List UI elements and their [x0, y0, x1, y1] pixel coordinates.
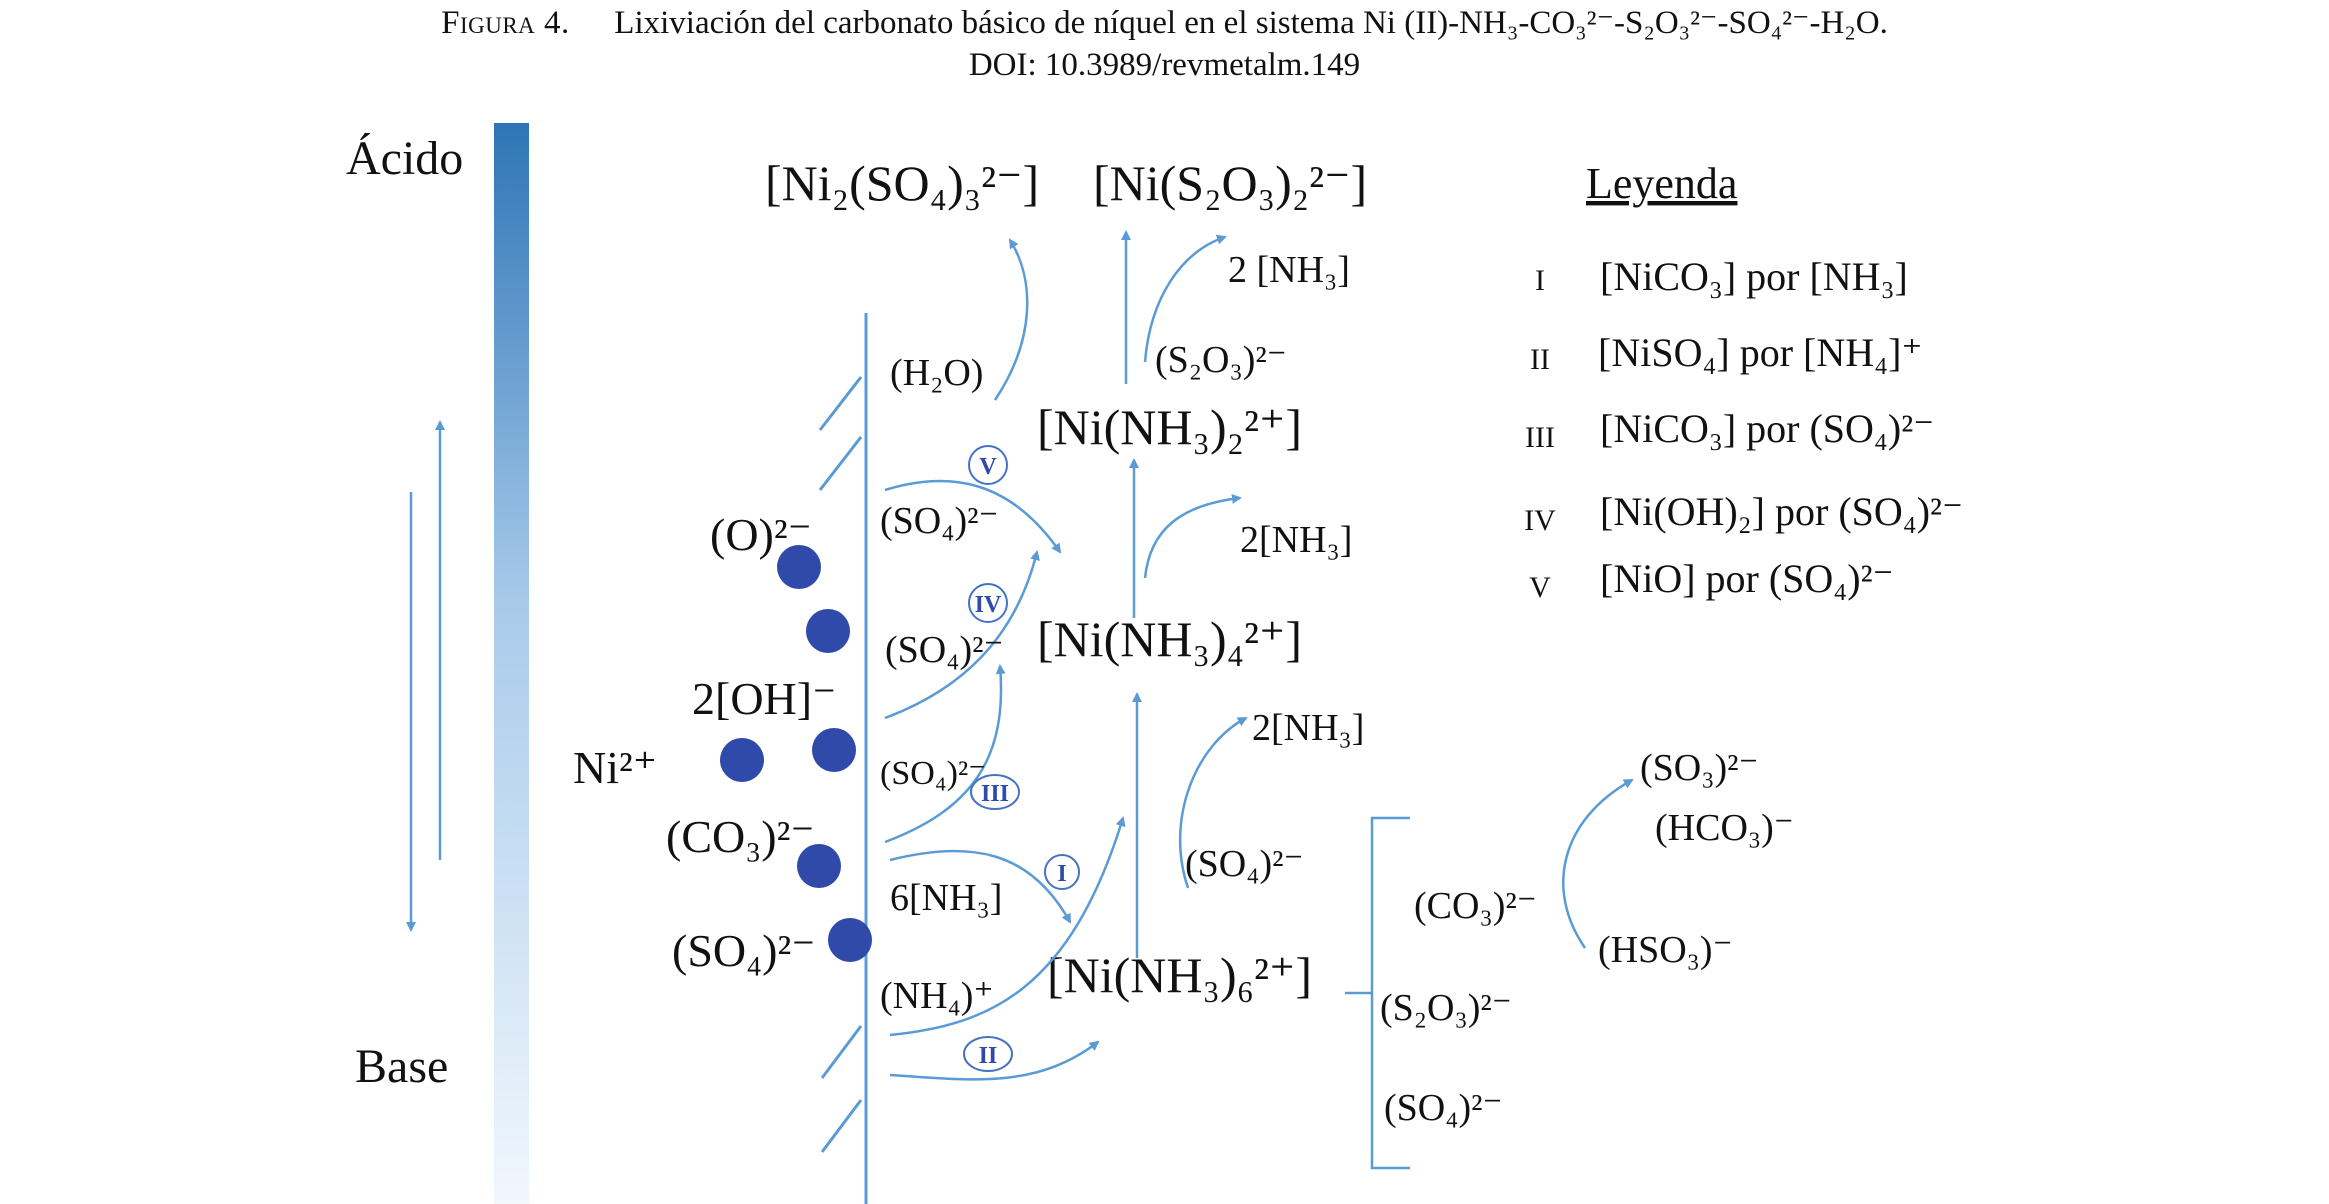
surface-label-oxide: (O)²⁻ — [710, 509, 812, 560]
legend: Leyenda I [NiCO₃] por [NH₃] II [NiSO₄] p… — [1524, 159, 1963, 604]
arrow-nh3-release-low — [1179, 716, 1248, 889]
reaction-marker-i: I — [1044, 854, 1080, 890]
legend-num-v: V — [1529, 571, 1551, 604]
caption-doi: DOI: 10.3989/revmetalm.149 — [968, 47, 1361, 83]
reagent-sulfate-iii: (SO₄)²⁻ — [880, 755, 986, 792]
legend-text-iii: [NiCO₃] por (SO₄)²⁻ — [1600, 406, 1934, 451]
reaction-marker-i-label: I — [1057, 861, 1066, 887]
ph-gradient-bar — [494, 123, 529, 1204]
surface-dot — [797, 844, 841, 888]
species-sulfite: (SO₃)²⁻ — [1640, 747, 1759, 789]
arrow-reaction-v — [884, 479, 1062, 554]
product-ni-nh3-6: [Ni(NH₃)₆²⁺] — [1047, 947, 1312, 1003]
caption-title-line: Figura 4. Lixiviación del carbonato bási… — [0, 2, 2329, 44]
reagent-thiosulfate: (S₂O₃)²⁻ — [1155, 339, 1287, 381]
released-ammonia-top: 2 [NH₃] — [1228, 249, 1350, 291]
surface-label-hydroxide: 2[OH]⁻ — [692, 673, 836, 724]
surface-dot — [806, 609, 850, 653]
scale-acid-label: Ácido — [346, 132, 463, 185]
product-ni-s2o3-2: [Ni(S₂O₃)₂²⁻] — [1093, 155, 1367, 211]
reagent-ammonium: (NH₄)⁺ — [880, 975, 994, 1017]
bracket-thiosulfate: (S₂O₃)²⁻ — [1380, 987, 1512, 1029]
legend-num-i: I — [1535, 264, 1545, 297]
arrow-nh3-release-mid — [1143, 493, 1242, 579]
reagent-sulfate-iv: (SO₄)²⁻ — [885, 629, 1004, 671]
legend-title: Leyenda — [1586, 159, 1737, 208]
surface-dot — [777, 545, 821, 589]
reagent-ammonia-6: 6[NH₃] — [890, 877, 1002, 919]
reagent-water: (H₂O) — [890, 352, 983, 394]
legend-num-iii: III — [1525, 421, 1555, 454]
legend-text-i: [NiCO₃] por [NH₃] — [1600, 254, 1908, 299]
bracket-sulfate: (SO₄)²⁻ — [1384, 1087, 1503, 1129]
solid-surface — [818, 313, 868, 1204]
arrow-reaction-i — [889, 849, 1072, 924]
product-ni-nh3-2: [Ni(NH₃)₂²⁺] — [1037, 399, 1302, 455]
legend-num-iv: IV — [1524, 504, 1556, 537]
caption-figure-label: Figura 4. — [441, 5, 570, 41]
figure-caption: Figura 4. Lixiviación del carbonato bási… — [0, 2, 2329, 86]
caption-title: Lixiviación del carbonato básico de níqu… — [614, 5, 1888, 41]
surface-dot — [812, 728, 856, 772]
reaction-marker-iii: III — [970, 774, 1020, 810]
arrow-reaction-ii — [889, 816, 1126, 1037]
reaction-marker-iii-label: III — [981, 781, 1009, 807]
reaction-marker-iv-label: IV — [975, 592, 1002, 618]
arrow-nh3-release-top — [1143, 234, 1227, 363]
legend-num-ii: II — [1530, 343, 1550, 376]
surface-label-carbonate: (CO₃)²⁻ — [666, 811, 815, 862]
legend-text-ii: [NiSO₄] por [NH₄]⁺ — [1598, 330, 1923, 375]
species-bisulfite: (HSO₃)⁻ — [1598, 929, 1733, 971]
solution-bracket — [1345, 816, 1410, 1170]
surface-dot — [828, 918, 872, 962]
reaction-marker-ii-label: II — [979, 1043, 998, 1069]
released-ammonia-mid: 2[NH₃] — [1240, 519, 1352, 561]
arrow-water-to-ni2so4 — [993, 238, 1029, 401]
legend-text-v: [NiO] por (SO₄)²⁻ — [1600, 556, 1894, 601]
surface-label-sulfate: (SO₄)²⁻ — [672, 925, 816, 976]
arrow-bisulfite-to-sulfite — [1562, 778, 1634, 949]
arrow-reaction-iii — [884, 664, 1006, 844]
reaction-marker-v: V — [968, 445, 1008, 485]
scale-base-label: Base — [355, 1040, 448, 1093]
legend-text-iv: [Ni(OH)₂] por (SO₄)²⁻ — [1600, 489, 1963, 534]
reaction-marker-v-label: V — [979, 454, 997, 480]
arrow-reaction-nh4 — [889, 1040, 1100, 1081]
reagent-sulfate-mid: (SO₄)²⁻ — [1185, 843, 1304, 885]
bracket-carbonate: (CO₃)²⁻ — [1414, 885, 1537, 927]
surface-dot — [720, 738, 764, 782]
released-ammonia-low: 2[NH₃] — [1252, 707, 1364, 749]
product-ni-nh3-4: [Ni(NH₃)₄²⁺] — [1037, 611, 1302, 667]
reaction-marker-ii: II — [963, 1036, 1013, 1072]
product-ni2-so4-3: [Ni₂(SO₄)₃²⁻] — [765, 155, 1039, 211]
species-bicarbonate: (HCO₃)⁻ — [1655, 807, 1794, 849]
reaction-marker-iv: IV — [968, 583, 1008, 623]
reagent-sulfate-v: (SO₄)²⁻ — [880, 500, 999, 542]
arrow-reaction-iv — [884, 550, 1040, 720]
ni-ion-label: Ni²⁺ — [573, 742, 657, 793]
